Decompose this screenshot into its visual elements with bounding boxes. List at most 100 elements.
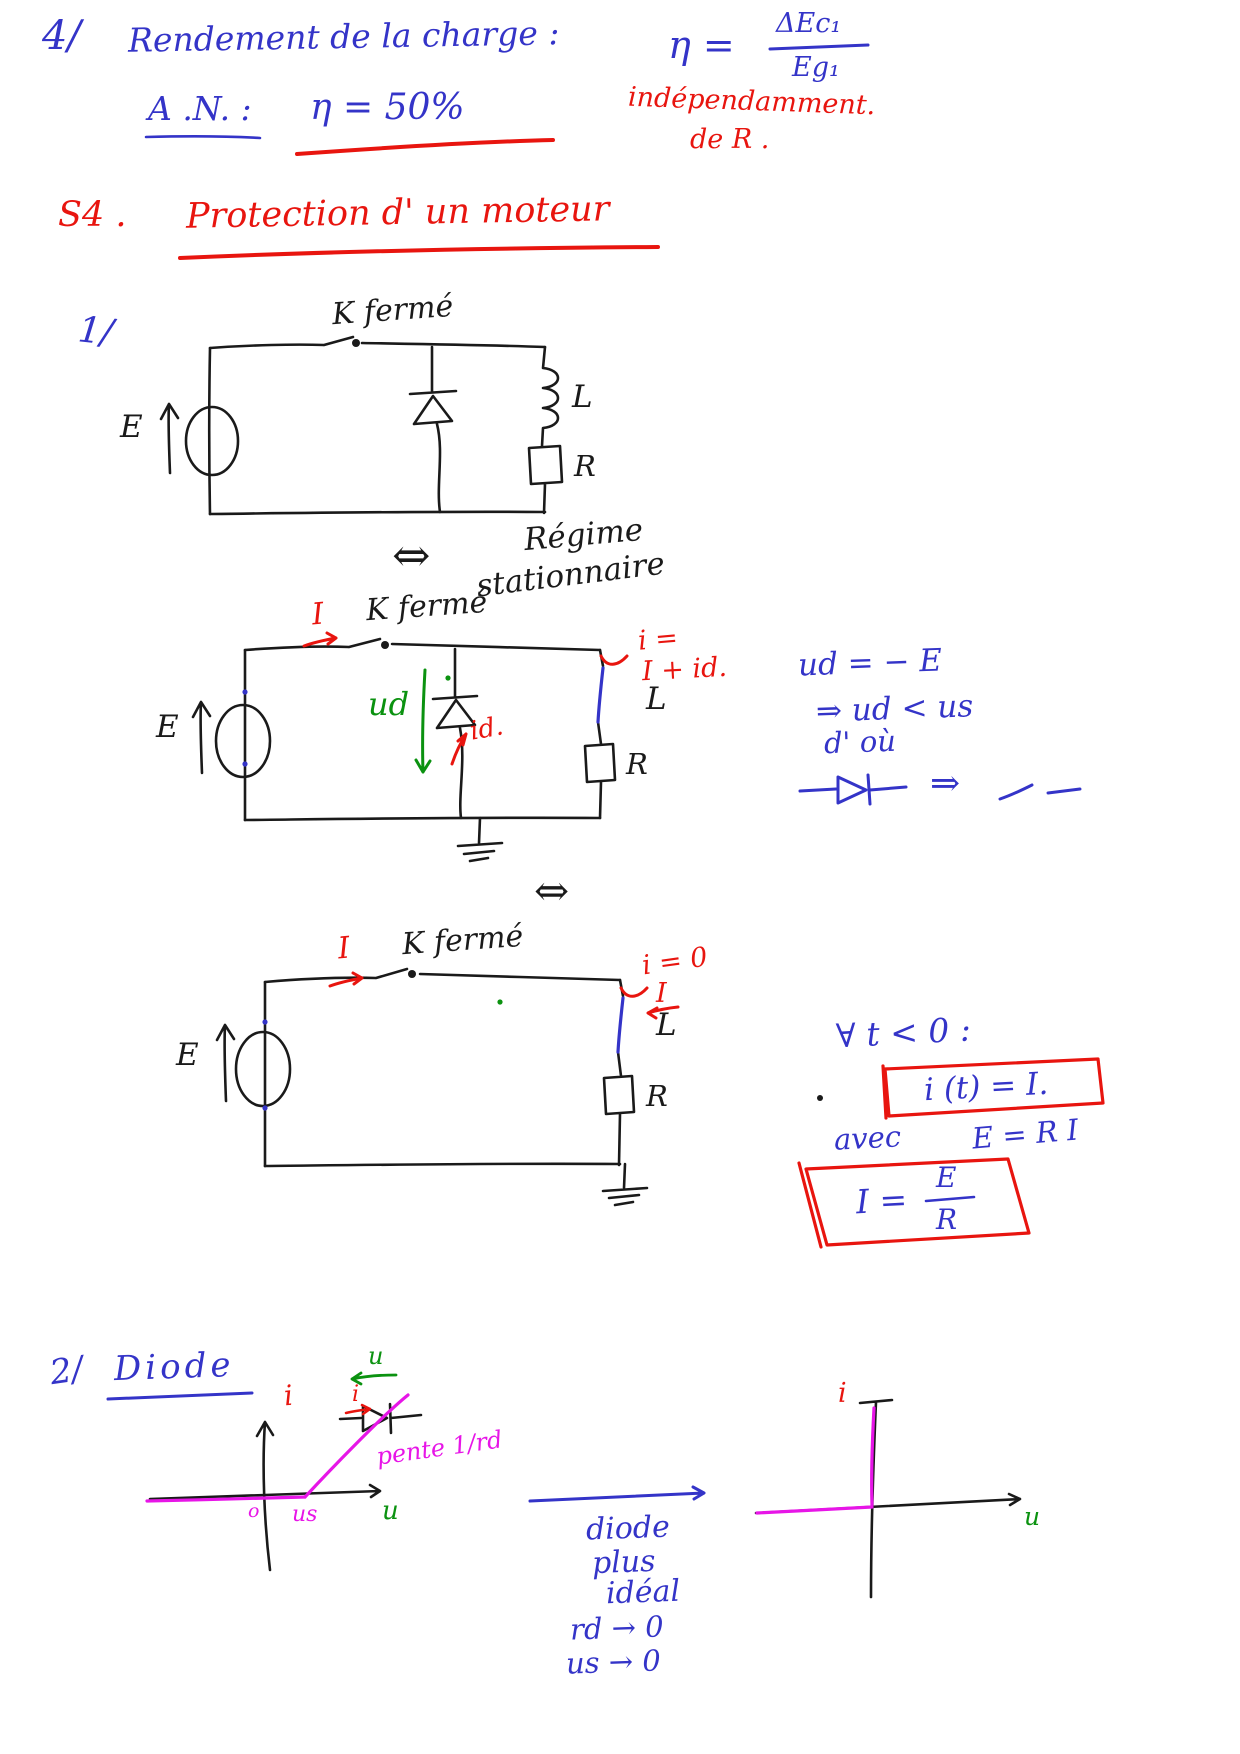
circuit1-inductor-coil: [540, 345, 560, 448]
circuit2-branch-current-line1: i =: [636, 622, 680, 657]
circuit1-number: 1/: [76, 309, 116, 354]
circuit2-diode-current-arrow: [450, 732, 468, 766]
analysis3-avec: avec: [833, 1119, 902, 1157]
diode-symbol-u-label: u: [368, 1342, 384, 1370]
boxed-fraction-bar: [924, 1195, 976, 1203]
diode-section-number: 2/: [47, 1348, 86, 1394]
circuit2-ud-arrow: [414, 668, 432, 774]
circuit2-source-label: E: [156, 709, 179, 745]
circuit2-switch-node: [381, 641, 389, 649]
transformation-caption-line3: idéal: [605, 1573, 681, 1612]
analysis3-frac-denominator: R: [936, 1203, 958, 1236]
right-graph-curve: [755, 1406, 876, 1515]
circuit2-ud-label: ud: [368, 685, 410, 723]
circuit2-ground-symbol: [456, 816, 504, 863]
boxed-current-frame: [797, 1157, 1031, 1249]
item4-title: Rendement de la charge :: [127, 13, 560, 60]
circuit3-ground-symbol: [601, 1162, 649, 1207]
circuit2-resistor-label: R: [626, 747, 648, 781]
circuit1-top-wire: [208, 335, 547, 350]
left-graph-u-arrow: [350, 1371, 398, 1386]
circuit2-inductor-label: L: [646, 681, 667, 717]
left-graph-i-arrow: [344, 1403, 372, 1416]
analysis2-eq2: ⇒ ud < us: [815, 688, 974, 730]
circuit3-branch-current-value: I: [656, 978, 667, 1009]
transformation-arrow: [528, 1485, 706, 1503]
circuit2-current-label: I: [310, 596, 326, 633]
section-number: S4 .: [58, 195, 127, 235]
circuit1-switch-node: [352, 339, 360, 347]
curve-rising-part: [303, 1393, 410, 1499]
circuit1-source-label: E: [120, 409, 143, 445]
circuit3-switch-node: [408, 970, 416, 978]
transformation-caption-line5: us → 0: [565, 1643, 662, 1681]
right-graph-i-axis: [858, 1398, 894, 1599]
left-graph-i-axis: [255, 1420, 275, 1572]
analysis2-eq1: ud = − E: [797, 642, 943, 684]
circuit2-diode-symbol: [431, 647, 479, 820]
right-graph-i-axis-label: i: [838, 1378, 847, 1409]
circuit3-right-branch: [602, 978, 636, 1167]
left-graph-curve: [145, 1393, 410, 1503]
an-result: η = 50%: [310, 87, 465, 128]
circuit3-current-label: I: [336, 930, 352, 967]
left-graph-origin-label: o: [248, 1500, 260, 1522]
circuit3-resistor-label: R: [646, 1079, 668, 1113]
an-label: A .N. :: [148, 89, 252, 128]
eta-equals: η =: [668, 23, 735, 67]
circuit2-branch-current-hook: [599, 654, 629, 666]
diode-section-title: Diode: [113, 1344, 236, 1390]
circuit3-branch-current-hook: [619, 986, 649, 998]
circuit2-right-branch: [583, 648, 617, 820]
ideal-curve-vertical: [870, 1406, 876, 1507]
diode-symbol-i-label: i: [352, 1382, 360, 1407]
equivalence1-arrow: ⇔: [392, 528, 431, 582]
circuit3-drawing: [215, 967, 649, 1207]
section-title-underline: [178, 245, 660, 260]
circuit2-id-label: id.: [467, 711, 506, 747]
circuit3-switch-label: K fermé: [400, 918, 525, 963]
circuit3-top-wire: [263, 967, 622, 984]
circuit1-bottom-wire: [208, 510, 547, 516]
transformation-caption-line4: rd → 0: [569, 1609, 665, 1647]
left-graph-u-axis: [148, 1483, 382, 1501]
curve-flat-part: [145, 1495, 307, 1503]
circuit2-top-wire: [243, 637, 602, 652]
circuit3-I-underline-arrow: [646, 1005, 680, 1020]
fraction-numerator: ΔEc₁: [776, 8, 842, 39]
result-boxes: [797, 1057, 1105, 1249]
an-result-underline: [295, 138, 555, 156]
circuit1-source-circle: [184, 405, 240, 477]
circuit1-drawing: [159, 335, 564, 516]
section-title: Protection d' un moteur: [185, 189, 610, 237]
fraction-denominator: Eg₁: [792, 52, 840, 83]
circuit2-bottom-wire: [243, 816, 602, 822]
right-graph-u-axis-label: u: [1024, 1502, 1041, 1531]
circuit3-current-arrows: [328, 971, 680, 1020]
circuit1-diode-symbol: [408, 345, 458, 514]
diode-title-underline: [106, 1391, 254, 1401]
analysis3-boxed-lhs: I =: [855, 1179, 909, 1222]
circuit2-drawing: [191, 637, 617, 863]
circuit1-left-branch: [207, 346, 212, 516]
circuit2-main-current-arrow: [302, 631, 338, 648]
right-graph-axes: [754, 1398, 1022, 1599]
circuit2-current-arrows: [302, 631, 629, 766]
circuit3-main-current-arrow: [328, 971, 364, 988]
fraction1-bar: [768, 43, 870, 51]
analysis3-frac-numerator: E: [936, 1161, 957, 1194]
left-graph-axes: [148, 1402, 423, 1572]
circuit2-blue-wire-segment: [596, 666, 605, 724]
independent-note-line1: indépendamment.: [627, 81, 876, 122]
analysis3-condition: ∀ t < 0 :: [835, 1009, 972, 1056]
sketch-diode-symbol: [798, 773, 908, 806]
circuit3-source-circle: [234, 1030, 292, 1108]
stray-dot: [817, 1095, 823, 1101]
item4-number: 4/: [42, 13, 81, 59]
left-graph-threshold-label: us: [292, 1502, 318, 1527]
diode-becomes-open-switch-sketch: [798, 773, 1082, 806]
left-graph-u-axis-label: u: [382, 1496, 399, 1526]
equivalence2-arrow: ⇔: [534, 866, 570, 915]
